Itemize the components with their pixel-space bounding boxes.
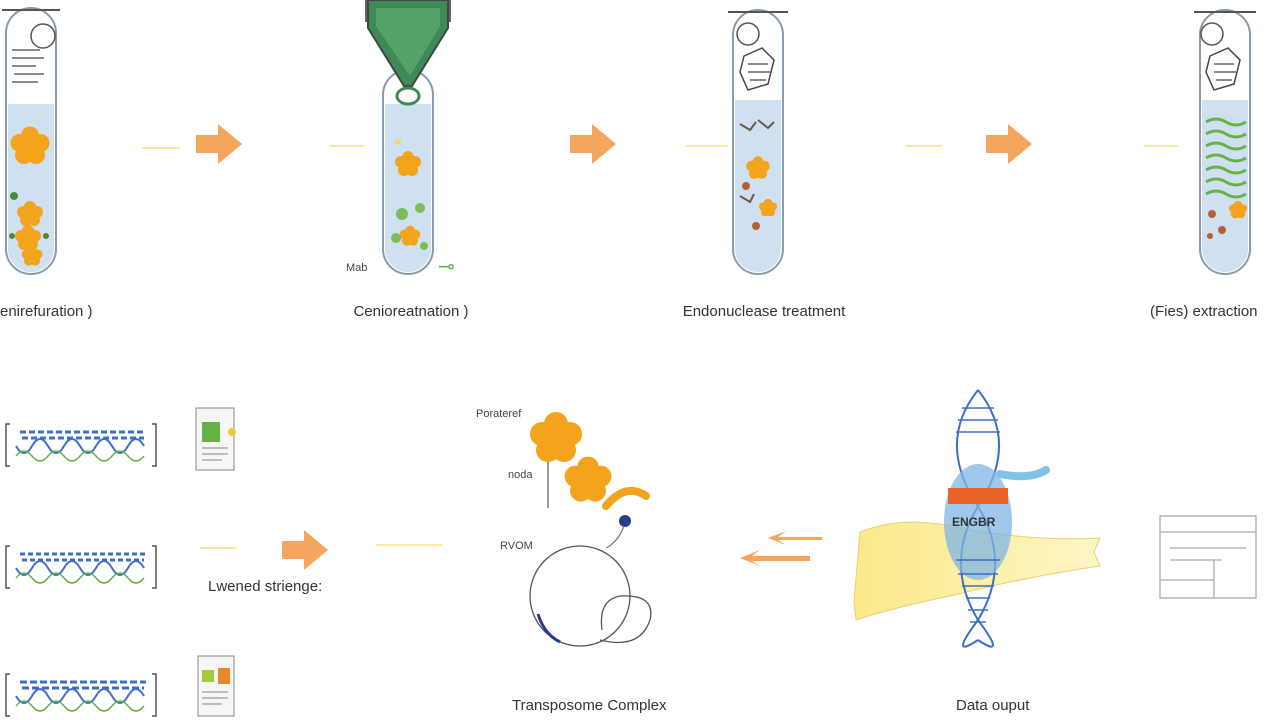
arrow-left-icon [740,531,822,566]
step-label-3: Endonuclease treatment [682,303,846,320]
document-icon [197,655,235,717]
sequence-block-2 [5,545,157,589]
arrow-right-icon [570,124,616,164]
tube2-annotation-right: ⊸ [438,256,455,278]
dna-helix-icon [944,389,1050,648]
rvom-label: RVOM [500,540,533,552]
printer-icon [1159,515,1257,599]
flower-cell-icon [564,456,612,502]
arrow-right-icon [142,124,242,164]
data-output-label: Data ouput [956,697,1030,714]
transposome-complex [529,412,652,647]
step-label-4: (Fies) extraction [1150,303,1258,320]
transposome-label: Transposome Complex [512,697,667,714]
funnel-icon [365,0,451,106]
flower-cell-icon [530,412,582,462]
lwened-label: Lwened striengе: [208,578,323,595]
helix-text: ENGBR [952,515,996,529]
test-tube-icon [365,0,451,275]
circle-loop-icon [529,545,652,647]
document-icon [195,407,236,471]
dna-strands-icon [1205,117,1247,199]
test-tube-icon [1194,9,1256,275]
step-label-2: Cenioreatnation ) [353,303,469,320]
step-label-1: enirefuration ) [0,303,93,320]
arrow-right-icon [906,124,1032,164]
test-tube-icon [2,7,60,275]
arrow-right-icon [200,530,442,570]
node-label: noda [508,469,533,481]
sequence-block-1 [5,423,157,467]
tube2-annotation-left: Mab [346,262,368,274]
test-tube-icon [728,9,788,275]
sequence-block-3 [5,673,157,717]
potential-label: Porateref [476,408,522,420]
